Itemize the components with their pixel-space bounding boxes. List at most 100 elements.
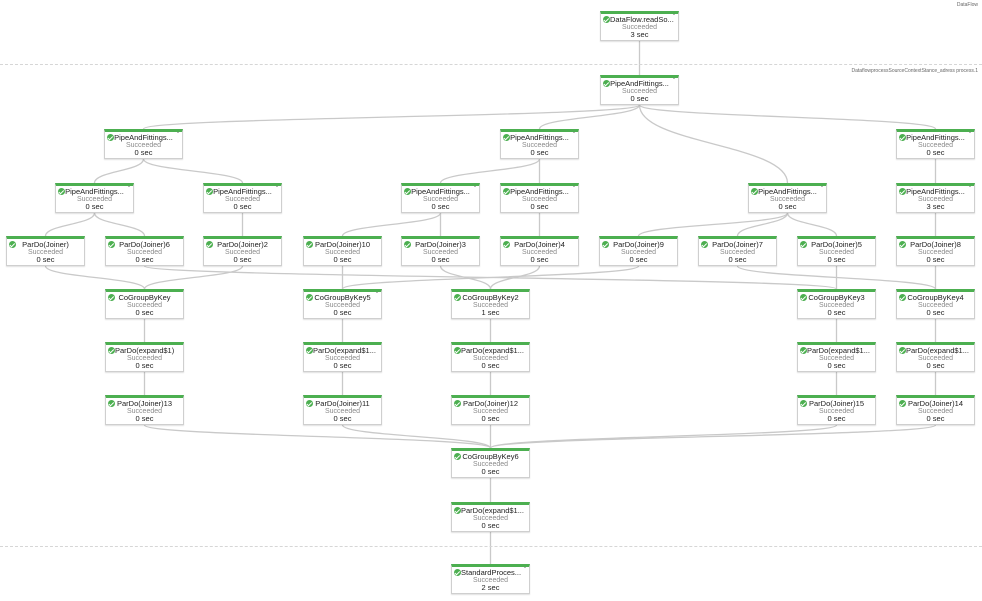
expand-chevron-icon[interactable]: ˇ xyxy=(821,187,823,193)
success-check-icon xyxy=(108,347,115,354)
step-title: CoGroupByKey5 xyxy=(314,293,371,302)
step-title: ParDo(Joiner) xyxy=(22,240,69,249)
success-check-icon xyxy=(899,347,906,354)
step-status: Succeeded xyxy=(472,577,509,584)
expand-chevron-icon[interactable]: ˇ xyxy=(276,187,278,193)
success-check-icon xyxy=(306,241,313,248)
expand-chevron-icon[interactable]: ˇ xyxy=(969,133,971,139)
step-time: 0 sec xyxy=(333,255,352,264)
step-status: Succeeded xyxy=(621,24,658,31)
expand-chevron-icon[interactable]: ˇ xyxy=(474,187,476,193)
step-title: PipeAndFittings... xyxy=(610,79,669,88)
expand-chevron-icon[interactable]: ˇ xyxy=(376,293,378,299)
step-status: Succeeded xyxy=(324,355,361,362)
step-title: ParDo(expand$1... xyxy=(461,506,524,515)
expand-chevron-icon[interactable]: ˇ xyxy=(673,15,675,21)
success-check-icon xyxy=(206,188,213,195)
step-status: Succeeded xyxy=(521,196,558,203)
step-status: Succeeded xyxy=(818,355,855,362)
step-time: 0 sec xyxy=(926,361,945,370)
step-title: ParDo(Joiner)14 xyxy=(907,399,964,408)
step-title: CoGroupByKey6 xyxy=(462,452,519,461)
success-check-icon xyxy=(800,347,807,354)
step-time: 0 sec xyxy=(233,202,252,211)
expand-chevron-icon[interactable]: ˇ xyxy=(177,133,179,139)
step-time: 0 sec xyxy=(481,414,500,423)
step-status: Succeeded xyxy=(472,461,509,468)
step-time: 3 sec xyxy=(926,202,945,211)
success-check-icon xyxy=(107,134,114,141)
expand-chevron-icon[interactable]: ˇ xyxy=(573,187,575,193)
edge-pipeB1-j10 xyxy=(341,212,442,237)
step-boundary-line-bottom xyxy=(0,546,982,547)
edge-j1-cg xyxy=(44,265,146,290)
expand-chevron-icon[interactable]: ˇ xyxy=(524,568,526,574)
edge-j4-cg2 xyxy=(489,265,541,290)
expand-chevron-icon[interactable]: ˇ xyxy=(128,187,130,193)
edge-j9-cg5 xyxy=(341,265,640,290)
step-title: CoGroupByKey4 xyxy=(907,293,964,302)
success-check-icon xyxy=(603,80,610,87)
step-title: ParDo(Joiner)12 xyxy=(462,399,519,408)
expand-chevron-icon[interactable]: ˇ xyxy=(573,133,575,139)
step-time: 0 sec xyxy=(135,255,154,264)
step-time: 0 sec xyxy=(629,255,648,264)
success-check-icon xyxy=(751,188,758,195)
step-time: 0 sec xyxy=(431,202,450,211)
edge-j3-cg2 xyxy=(439,265,492,290)
step-title: CoGroupByKey3 xyxy=(808,293,865,302)
step-title: ParDo(expand$1... xyxy=(807,346,870,355)
step-status: Succeeded xyxy=(126,355,163,362)
step-title: PipeAndFittings... xyxy=(65,187,124,196)
success-check-icon xyxy=(108,400,115,407)
step-title: DataFlow.readSo... xyxy=(610,15,674,24)
step-title: ParDo(Joiner)8 xyxy=(910,240,961,249)
step-status: Succeeded xyxy=(472,408,509,415)
success-check-icon xyxy=(602,241,609,248)
expand-chevron-icon[interactable]: ˇ xyxy=(673,79,675,85)
step-status: Succeeded xyxy=(472,515,509,522)
expand-chevron-icon[interactable]: ˇ xyxy=(969,187,971,193)
edge-j2-cg xyxy=(143,265,244,290)
edge-j13-cg6 xyxy=(143,424,492,449)
